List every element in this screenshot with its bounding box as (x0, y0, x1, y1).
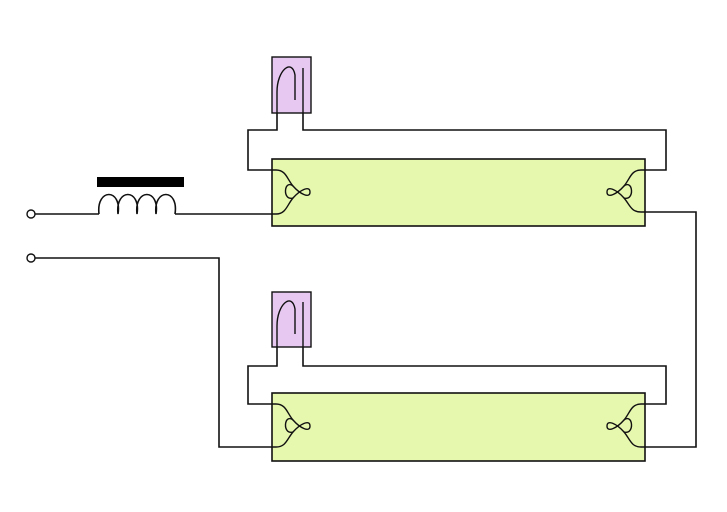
tube-body (271, 392, 646, 462)
wire-starter1-left-loop (247, 113, 278, 171)
tube-filament-right (606, 169, 645, 213)
wire-starter1-right-loop (302, 113, 667, 171)
fluorescent-tube-1 (271, 158, 646, 227)
starter-housing (271, 56, 312, 114)
filament-loop-right (623, 183, 633, 199)
supply-terminal-top (26, 209, 36, 219)
wire-starter2-right-loop (302, 347, 667, 405)
ballast-iron-core (97, 177, 184, 187)
wire-tube1-right-to-tube2-right (645, 211, 697, 448)
starter-bimetal-contact (276, 300, 296, 347)
filament-loop-left (284, 417, 294, 433)
filament-loop-left (284, 183, 294, 199)
supply-terminal-bottom (26, 253, 36, 263)
starter-1 (271, 56, 312, 114)
ballast-inductor (97, 177, 184, 215)
filament-loop-right (623, 417, 633, 433)
starter-2 (271, 291, 312, 348)
wire-starter2-left-loop (247, 347, 278, 405)
fluorescent-tube-2 (271, 392, 646, 462)
tube-body (271, 158, 646, 227)
tube-filament-right (606, 403, 645, 448)
starter-bimetal-contact (276, 66, 296, 113)
wire-terminal-bottom-to-tube2-left (35, 257, 272, 448)
tube-filament-left (272, 169, 311, 215)
ballast-coil (98, 193, 177, 215)
tube-filament-left (272, 403, 311, 448)
